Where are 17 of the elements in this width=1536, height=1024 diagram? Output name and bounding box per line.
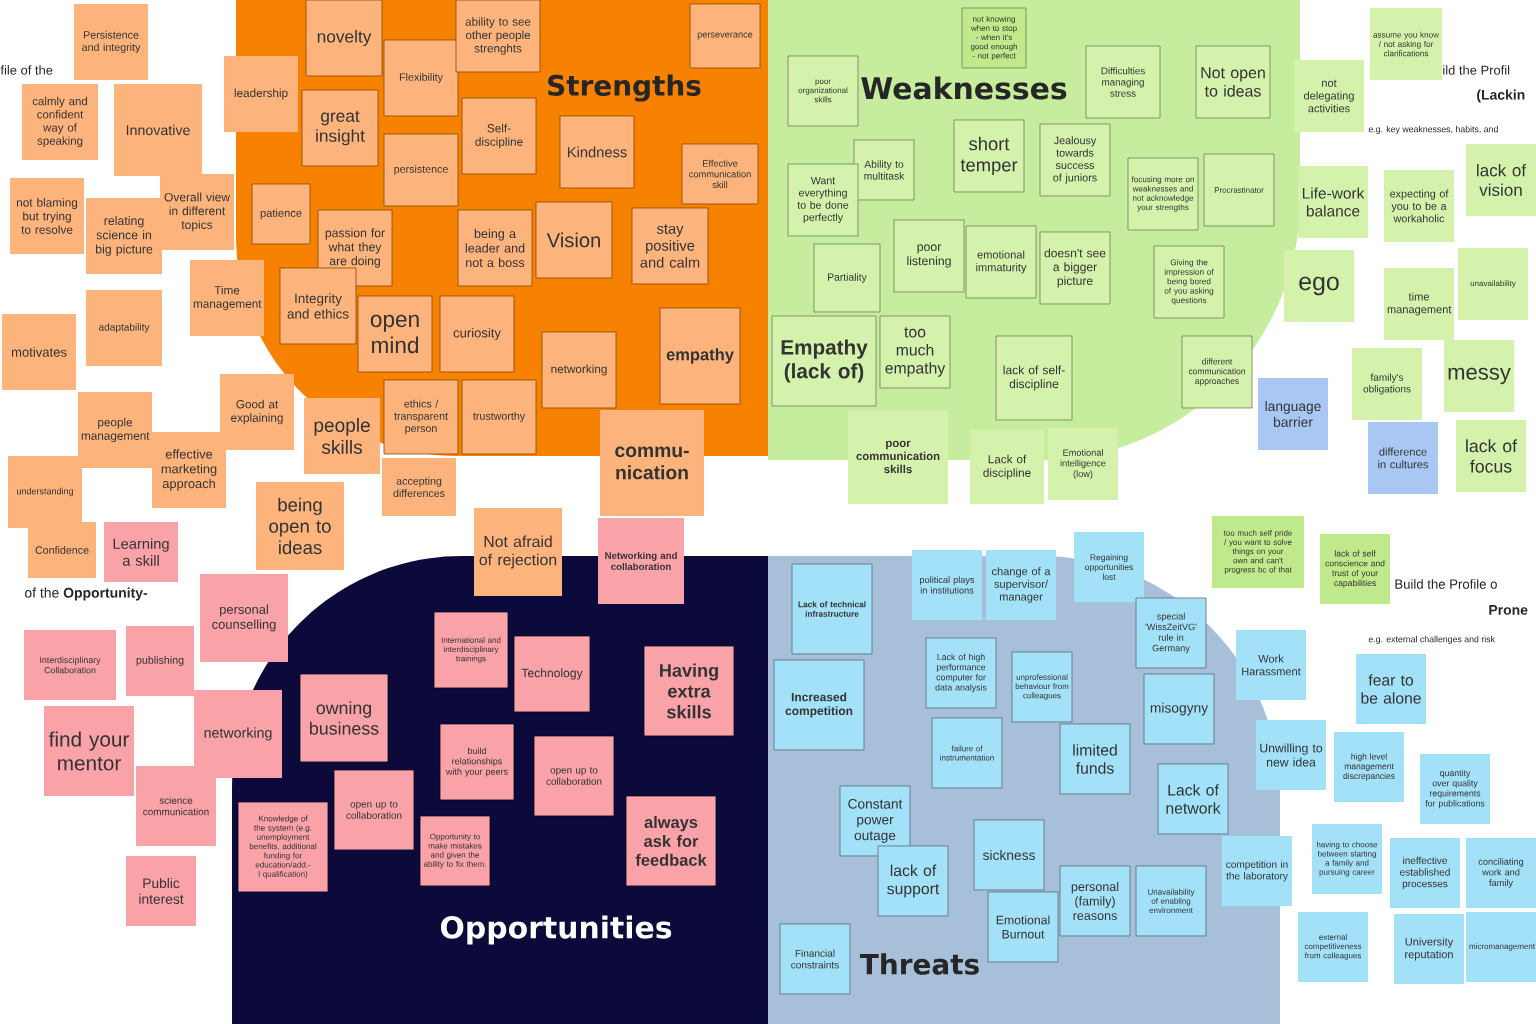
sticky-note: Having extra skills: [643, 645, 735, 737]
sticky-note: great insight: [301, 89, 379, 167]
sticky-note: lack of vision: [1466, 143, 1536, 216]
sticky-note: always ask for feedback: [625, 795, 717, 887]
sticky-note: find your mentor: [44, 705, 134, 796]
sticky-note: lack of focus: [1456, 419, 1526, 492]
sticky-note: people skills: [304, 397, 380, 474]
sticky-note: owning business: [299, 673, 389, 763]
sticky-note: commu-nication: [600, 409, 704, 516]
sticky-note: short temper: [953, 119, 1025, 193]
sticky-note: ego: [1284, 249, 1354, 322]
sticky-note: empathy: [659, 307, 741, 405]
sticky-note: open mind: [357, 295, 433, 373]
sticky-note: novelty: [305, 0, 383, 77]
sticky-note: messy: [1444, 339, 1514, 412]
sticky-note: being open to ideas: [256, 481, 344, 570]
sticky-note: Vision: [535, 201, 613, 279]
